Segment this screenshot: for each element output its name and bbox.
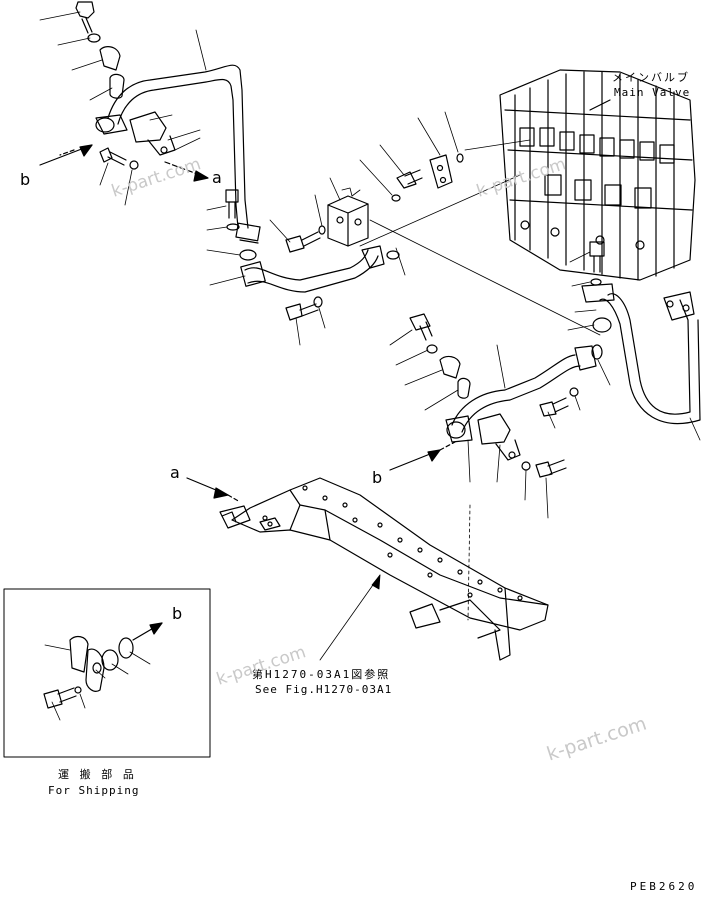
callout-b-top: b [20, 170, 31, 189]
mid-left-parts [225, 189, 385, 321]
leaders-upper-left [39, 11, 207, 206]
reference-label-en: See Fig.H1270-03A1 [255, 683, 393, 696]
upper-pipe [95, 64, 261, 244]
leader-frame [319, 504, 471, 661]
reference-label-jp: 第H1270-03A1図参照 [252, 668, 391, 681]
main-valve-label-jp: メインバルブ [612, 71, 690, 84]
callout-a-mid: a [170, 463, 180, 482]
reference-lines [359, 139, 601, 336]
arrow-b-top [39, 144, 93, 166]
callout-a-top: a [212, 168, 222, 187]
shipping-label-jp: 運 搬 部 品 [58, 768, 136, 781]
shipping-box [3, 588, 211, 758]
leaders-mid-left [206, 205, 326, 346]
leaders-right [567, 251, 701, 441]
main-valve-label-en: Main Valve [614, 86, 691, 99]
arrow-a-top [164, 161, 209, 182]
main-valve [499, 69, 696, 281]
leaders-middle [389, 329, 611, 519]
arrow-a-mid [186, 477, 241, 503]
drawing-code: PEB2620 [630, 880, 698, 893]
shipping-label-en: For Shipping [48, 784, 140, 797]
arrow-b-mid [389, 441, 456, 471]
center-block [285, 153, 464, 260]
leaders-center [269, 111, 459, 276]
upper-parts-stack [75, 1, 176, 170]
frame [219, 477, 549, 661]
callout-b-box: b [172, 604, 183, 623]
callout-b-mid: b [372, 468, 383, 487]
right-pipe [581, 241, 701, 425]
